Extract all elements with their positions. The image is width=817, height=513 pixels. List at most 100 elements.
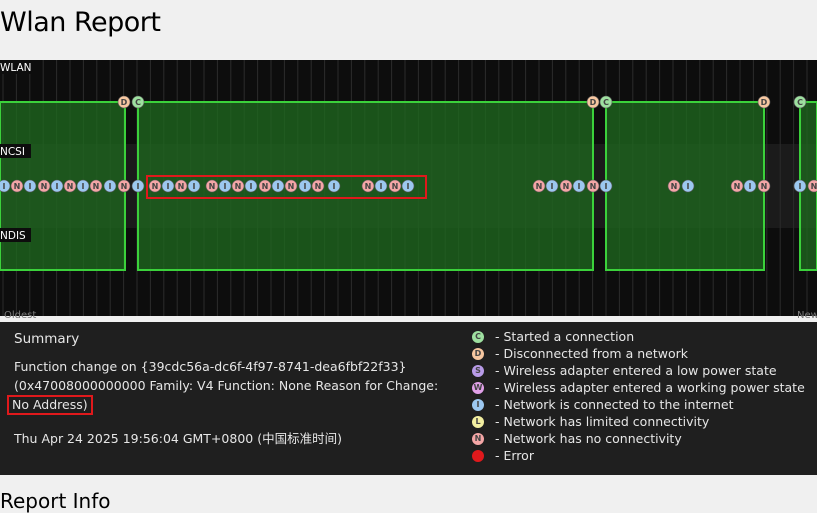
ncsi-event-marker-letter: N xyxy=(41,182,48,191)
legend-text: - Started a connection xyxy=(495,329,635,344)
legend: C - Started a connection D - Disconnecte… xyxy=(472,328,805,464)
summary-timestamp: Thu Apr 24 2025 19:56:04 GMT+0800 (中国标准时… xyxy=(14,431,342,446)
ncsi-event-marker xyxy=(311,179,325,193)
row-label-ncsi: NCSI xyxy=(0,146,25,158)
ncsi-event-marker xyxy=(743,179,757,193)
ncsi-event-marker-letter: I xyxy=(109,182,112,191)
ncsi-event-marker-letter: N xyxy=(590,182,597,191)
ncsi-event-marker xyxy=(298,179,312,193)
legend-item-low-power: S - Wireless adapter entered a low power… xyxy=(472,362,805,379)
ncsi-event-marker-letter: I xyxy=(407,182,410,191)
legend-item-no-connectivity: N - Network has no connectivity xyxy=(472,430,805,447)
ncsi-event-marker xyxy=(244,179,258,193)
ncsi-event-marker xyxy=(327,179,341,193)
ncsi-event-marker-letter: I xyxy=(29,182,32,191)
ncsi-event-marker xyxy=(559,179,573,193)
ncsi-event-marker xyxy=(63,179,77,193)
summary-line-2: (0x47008000000000 Family: V4 Function: N… xyxy=(14,378,439,393)
summary-text: Function change on {39cdc56a-dc6f-4f97-8… xyxy=(7,357,464,448)
ncsi-event-marker-letter: N xyxy=(761,182,768,191)
ncsi-event-marker-letter: I xyxy=(578,182,581,191)
legend-text: - Network has limited connectivity xyxy=(495,414,710,429)
ncsi-event-marker-letter: I xyxy=(224,182,227,191)
ncsi-event-marker-letter: I xyxy=(380,182,383,191)
summary-line-1: Function change on {39cdc56a-dc6f-4f97-8… xyxy=(14,359,407,374)
ncsi-event-marker xyxy=(117,179,131,193)
ncsi-event-marker xyxy=(667,179,681,193)
internet-icon: I xyxy=(472,398,484,411)
report-info-heading: Report Info xyxy=(0,489,111,513)
ncsi-event-marker-letter: N xyxy=(67,182,74,191)
legend-item-started: C - Started a connection xyxy=(472,328,805,345)
ncsi-event-marker-letter: N xyxy=(235,182,242,191)
ncsi-event-marker-letter: I xyxy=(333,182,336,191)
ncsi-event-marker-letter: I xyxy=(82,182,85,191)
wlan-event-marker-letter: D xyxy=(121,98,128,107)
ncsi-event-marker xyxy=(76,179,90,193)
wlan-event-marker xyxy=(757,95,771,109)
ncsi-event-marker-letter: I xyxy=(277,182,280,191)
ncsi-event-marker-letter: I xyxy=(193,182,196,191)
ncsi-event-marker xyxy=(50,179,64,193)
wlan-event-marker xyxy=(599,95,613,109)
ncsi-event-marker-letter: N xyxy=(315,182,322,191)
legend-item-limited: L - Network has limited connectivity xyxy=(472,413,805,430)
wlan-event-marker-letter: C xyxy=(603,98,609,107)
ncsi-event-marker-letter: I xyxy=(799,182,802,191)
ncsi-event-marker xyxy=(258,179,272,193)
ncsi-event-marker-letter: N xyxy=(365,182,372,191)
ncsi-event-marker xyxy=(0,179,11,193)
timeline-newest-label: Newest xyxy=(797,310,817,321)
ncsi-event-marker xyxy=(361,179,375,193)
legend-item-error: X - Error xyxy=(472,447,805,464)
ncsi-event-marker xyxy=(572,179,586,193)
legend-text: - Wireless adapter entered a low power s… xyxy=(495,363,777,378)
legend-text: - Network is connected to the internet xyxy=(495,397,734,412)
wlan-event-marker-letter: C xyxy=(797,98,803,107)
ncsi-event-marker-letter: N xyxy=(392,182,399,191)
page-title: Wlan Report xyxy=(0,7,161,38)
row-label-bg xyxy=(0,144,31,158)
ncsi-event-marker-letter: N xyxy=(262,182,269,191)
ncsi-event-marker xyxy=(757,179,771,193)
started-connection-icon: C xyxy=(472,330,484,343)
details-panel: Summary Function change on {39cdc56a-dc6… xyxy=(0,322,817,475)
wlan-event-marker-letter: D xyxy=(761,98,768,107)
ncsi-event-marker-letter: N xyxy=(121,182,128,191)
ncsi-event-marker xyxy=(174,179,188,193)
ncsi-event-marker xyxy=(218,179,232,193)
ncsi-event-marker xyxy=(730,179,744,193)
row-label-ndis: NDIS xyxy=(0,230,26,242)
summary-section: Summary Function change on {39cdc56a-dc6… xyxy=(7,331,464,448)
legend-item-working-power: W - Wireless adapter entered a working p… xyxy=(472,379,805,396)
ncsi-event-marker xyxy=(401,179,415,193)
legend-text: - Wireless adapter entered a working pow… xyxy=(495,380,805,395)
legend-text: - Disconnected from a network xyxy=(495,346,688,361)
ncsi-event-marker xyxy=(131,179,145,193)
ncsi-event-marker-letter: N xyxy=(811,182,817,191)
working-power-icon: W xyxy=(472,381,484,394)
ncsi-event-marker-letter: N xyxy=(209,182,216,191)
ncsi-event-marker-letter: I xyxy=(605,182,608,191)
ncsi-event-marker-letter: N xyxy=(288,182,295,191)
summary-highlight: No Address) xyxy=(7,395,93,415)
ncsi-event-marker-letter: I xyxy=(551,182,554,191)
timeline-oldest-label: Oldest xyxy=(4,310,37,321)
ncsi-event-marker-letter: I xyxy=(250,182,253,191)
ncsi-event-marker-letter: N xyxy=(93,182,100,191)
ncsi-event-marker-letter: N xyxy=(734,182,741,191)
ncsi-event-marker xyxy=(271,179,285,193)
ncsi-event-marker xyxy=(284,179,298,193)
ncsi-event-marker xyxy=(205,179,219,193)
row-label-wlan: WLAN xyxy=(0,62,32,74)
limited-connectivity-icon: L xyxy=(472,415,484,428)
wlan-event-marker-letter: D xyxy=(590,98,597,107)
ncsi-event-marker-letter: I xyxy=(687,182,690,191)
row-label-bg xyxy=(0,228,31,242)
ncsi-event-marker-letter: N xyxy=(14,182,21,191)
wlan-event-marker xyxy=(793,95,807,109)
wlan-event-marker-letter: C xyxy=(135,98,141,107)
ncsi-event-marker xyxy=(10,179,24,193)
row-label-bg xyxy=(0,60,31,74)
